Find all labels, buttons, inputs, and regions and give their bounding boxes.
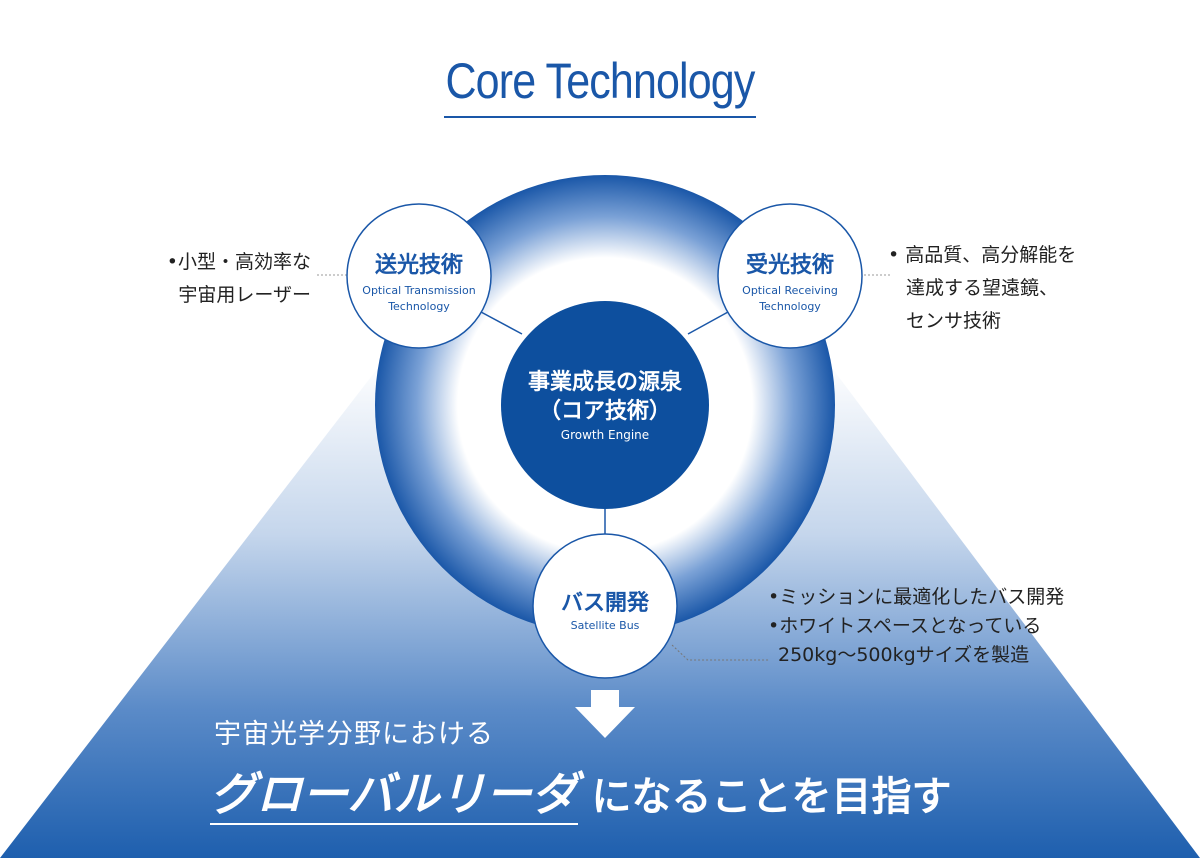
page-title: Core Technology (445, 53, 755, 109)
bus-title: バス開発 (561, 591, 650, 616)
note-left-line2: 宇宙用レーザー (178, 284, 311, 306)
note-right-line1: • 高品質、高分解能を (888, 244, 1077, 266)
goal-line2: グローバルリーダになることを目指す (210, 758, 952, 825)
note-left-line1: •小型・高効率な (166, 251, 311, 273)
note-bottom: •ミッションに最適化したバス開発 •ホワイトスペースとなっている 250kg〜5… (768, 583, 1064, 670)
note-right: • 高品質、高分解能を 達成する望遠鏡、 センサ技術 (888, 239, 1076, 338)
note-right-line2: 達成する望遠鏡、 (906, 277, 1059, 299)
goal-line1: 宇宙光学分野における (214, 719, 494, 750)
node-receiving (717, 203, 863, 349)
node-bus (532, 533, 678, 679)
receiving-title: 受光技術 (746, 252, 834, 278)
note-bottom-line1: •ミッションに最適化したバス開発 (768, 586, 1065, 608)
transmission-sub1: Optical Transmission (362, 284, 475, 297)
leader-bottom (671, 644, 770, 661)
connector-transmission (480, 311, 523, 335)
goal-emphasis: グローバルリーダ (210, 767, 578, 825)
down-arrow-icon (575, 690, 635, 738)
note-left: •小型・高効率な 宇宙用レーザー (146, 246, 311, 312)
center-circle (501, 301, 709, 509)
center-sub: Growth Engine (561, 428, 649, 442)
transmission-sub2: Technology (387, 300, 450, 313)
center-line1: 事業成長の源泉 (528, 369, 683, 395)
title-underline (444, 116, 756, 118)
connector-receiving (687, 311, 729, 335)
receiving-sub1: Optical Receiving (742, 284, 838, 297)
note-bottom-line2: •ホワイトスペースとなっている (768, 615, 1042, 637)
node-transmission (346, 203, 492, 349)
goal-rest: になることを目指す (591, 774, 952, 820)
transmission-title: 送光技術 (375, 252, 463, 278)
note-bottom-line3: 250kg〜500kgサイズを製造 (778, 644, 1030, 666)
center-line2: （コア技術） (539, 398, 671, 424)
note-right-line3: センサ技術 (906, 310, 1002, 332)
receiving-sub2: Technology (758, 300, 821, 313)
bus-sub1: Satellite Bus (571, 619, 640, 632)
